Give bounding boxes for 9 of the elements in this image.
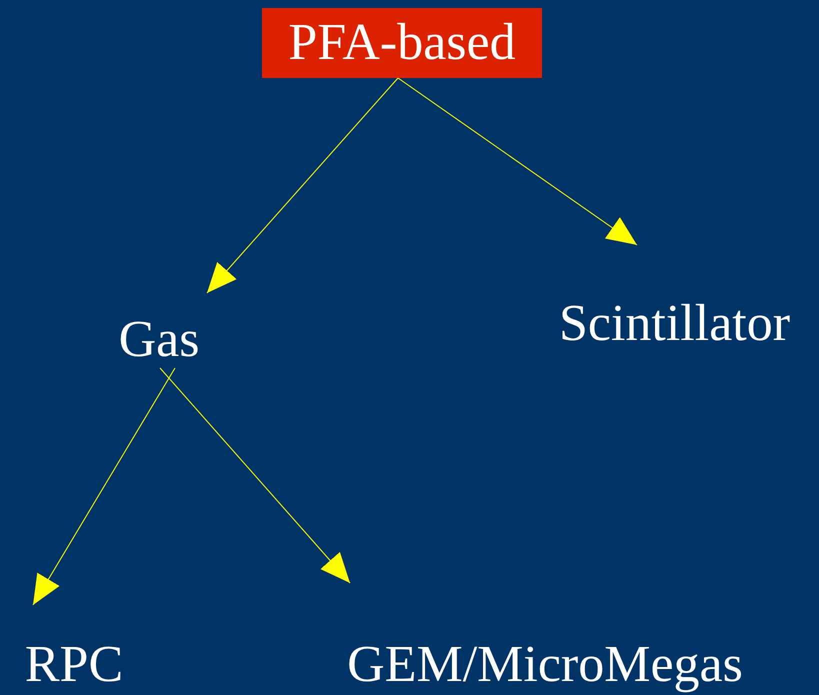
- arrow: [398, 78, 638, 246]
- arrow: [160, 368, 350, 584]
- title-box: PFA-based: [262, 8, 542, 78]
- node-label: RPC: [10, 605, 138, 693]
- arrow: [206, 78, 398, 294]
- arrow: [32, 368, 176, 606]
- node-label: Scintillator: [530, 245, 819, 352]
- node-label: Gas: [100, 293, 218, 368]
- node-label: GEM/MicroMegas: [300, 583, 790, 693]
